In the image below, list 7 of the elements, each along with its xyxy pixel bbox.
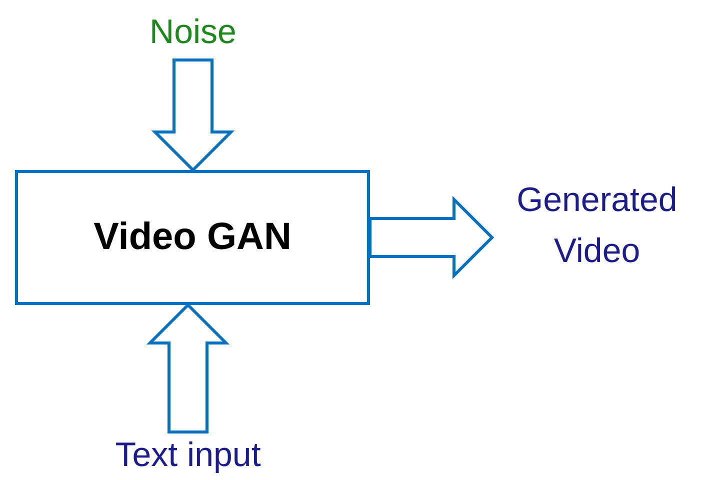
block-arrow — [151, 58, 235, 172]
input-label: Text input — [88, 432, 288, 478]
block-arrow — [146, 302, 230, 434]
process-box: Video GAN — [15, 170, 370, 305]
output-label: Generated Video — [492, 172, 702, 280]
block-arrow — [368, 196, 494, 280]
input-label: Noise — [133, 4, 253, 60]
